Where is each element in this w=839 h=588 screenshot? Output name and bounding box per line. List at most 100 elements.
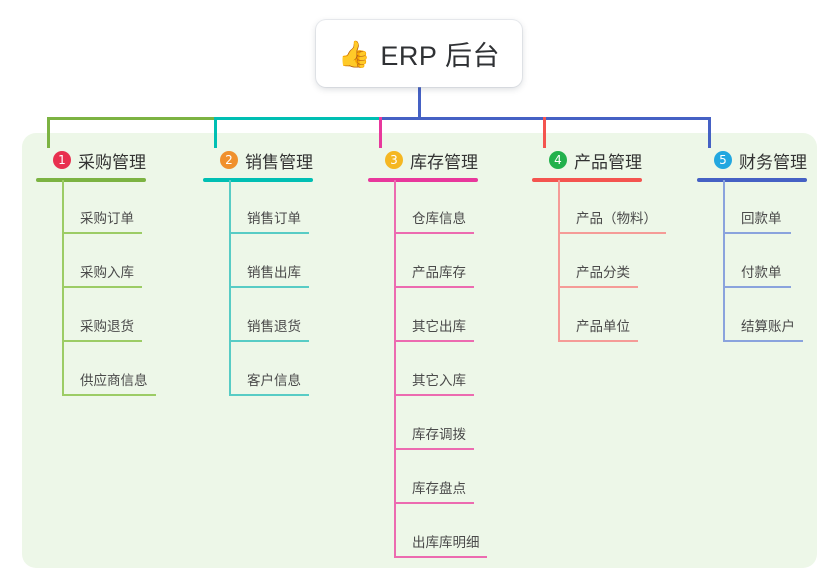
branch-item-underline: [394, 394, 474, 396]
branch-item[interactable]: 库存盘点: [394, 480, 474, 504]
branch-item-underline: [394, 502, 474, 504]
branch-item-underline: [723, 232, 791, 234]
branch-underline: [532, 178, 642, 182]
branch-item[interactable]: 客户信息: [229, 372, 309, 396]
branch-item-label: 仓库信息: [412, 211, 466, 226]
branch-column-1: 1 采购管理采购订单采购入库采购退货供应商信息: [36, 148, 156, 396]
branch-item[interactable]: 销售退货: [229, 318, 309, 342]
branch-item[interactable]: 销售出库: [229, 264, 309, 288]
branch-item-underline: [394, 340, 474, 342]
branch-item-label: 销售退货: [247, 319, 301, 334]
branch-item-underline: [558, 340, 638, 342]
branch-trunk-line: [723, 180, 725, 342]
branch-item-underline: [62, 340, 142, 342]
thumbs-up-icon: 👍: [338, 38, 371, 69]
branch-item[interactable]: 产品分类: [558, 264, 638, 288]
branch-number-badge: 5: [714, 151, 732, 169]
branch-header-5[interactable]: 5 财务管理: [697, 148, 807, 172]
branch-header-3[interactable]: 3 库存管理: [368, 148, 478, 172]
bus-segment-1: [47, 117, 216, 120]
branch-header-1[interactable]: 1 采购管理: [36, 148, 146, 172]
branch-item[interactable]: 采购入库: [62, 264, 142, 288]
branch-title: 销售管理: [245, 152, 313, 172]
branch-item-underline: [229, 286, 309, 288]
branch-item-label: 采购退货: [80, 319, 134, 334]
branch-item[interactable]: 仓库信息: [394, 210, 474, 234]
branch-item[interactable]: 结算账户: [723, 318, 803, 342]
branch-drop-line-2: [214, 117, 217, 148]
branch-item[interactable]: 产品库存: [394, 264, 474, 288]
root-stem-line: [418, 87, 421, 120]
branch-number-badge: 4: [549, 151, 567, 169]
branch-column-3: 3 库存管理仓库信息产品库存其它出库其它入库库存调拨库存盘点出库库明细: [368, 148, 487, 558]
bus-segment-2: [214, 117, 381, 120]
branch-trunk-line: [229, 180, 231, 396]
branch-item[interactable]: 回款单: [723, 210, 791, 234]
branch-item-label: 采购订单: [80, 211, 134, 226]
branch-item-label: 其它出库: [412, 319, 466, 334]
branch-title: 采购管理: [78, 152, 146, 172]
branch-trunk-line: [62, 180, 64, 396]
branch-title: 产品管理: [574, 152, 642, 172]
branch-item-underline: [394, 556, 487, 558]
branch-drop-line-4: [543, 117, 546, 148]
branch-underline: [203, 178, 313, 182]
branch-trunk-line: [558, 180, 560, 342]
branch-item-label: 产品分类: [576, 265, 630, 280]
branch-item-underline: [394, 286, 474, 288]
branch-item-label: 库存调拨: [412, 427, 466, 442]
branch-trunk-line: [394, 180, 396, 558]
branch-item[interactable]: 库存调拨: [394, 426, 474, 450]
branch-item-underline: [229, 340, 309, 342]
branch-item-label: 供应商信息: [80, 373, 148, 388]
branch-title: 库存管理: [410, 152, 478, 172]
branch-drop-line-1: [47, 117, 50, 148]
branch-item[interactable]: 付款单: [723, 264, 791, 288]
branch-column-4: 4 产品管理产品（物料） 产品分类产品单位: [532, 148, 666, 342]
branch-underline: [368, 178, 478, 182]
branch-item-underline: [62, 394, 156, 396]
branch-item-underline: [394, 232, 474, 234]
branch-item[interactable]: 销售订单: [229, 210, 309, 234]
root-node-title: ERP 后台: [380, 41, 500, 71]
branch-item-label: 销售出库: [247, 265, 301, 280]
branch-header-4[interactable]: 4 产品管理: [532, 148, 642, 172]
root-node[interactable]: 👍 ERP 后台: [316, 20, 522, 87]
branch-title: 财务管理: [739, 152, 807, 172]
branch-item-label: 采购入库: [80, 265, 134, 280]
branch-item[interactable]: 其它出库: [394, 318, 474, 342]
branch-item-underline: [723, 286, 791, 288]
branch-item-underline: [229, 394, 309, 396]
branch-item[interactable]: 供应商信息: [62, 372, 156, 396]
branch-number-badge: 3: [385, 151, 403, 169]
branch-drop-line-5: [708, 117, 711, 148]
branch-item[interactable]: 出库库明细: [394, 534, 487, 558]
branch-item-underline: [723, 340, 803, 342]
branch-item-label: 出库库明细: [412, 535, 480, 550]
branch-item[interactable]: 产品（物料）: [558, 210, 666, 234]
branch-item[interactable]: 采购订单: [62, 210, 142, 234]
branch-item-underline: [62, 286, 142, 288]
branch-column-5: 5 财务管理回款单付款单结算账户: [697, 148, 807, 342]
branch-item-label: 产品单位: [576, 319, 630, 334]
branch-item-underline: [558, 286, 638, 288]
branch-item[interactable]: 产品单位: [558, 318, 638, 342]
branch-drop-line-3: [379, 117, 382, 148]
branch-item-label: 回款单: [741, 211, 782, 226]
branch-item-underline: [394, 448, 474, 450]
branch-underline: [36, 178, 146, 182]
branch-number-badge: 1: [53, 151, 71, 169]
branch-underline: [697, 178, 807, 182]
branch-item-underline: [62, 232, 142, 234]
branch-item[interactable]: 其它入库: [394, 372, 474, 396]
branch-item-underline: [558, 232, 666, 234]
branch-item-label: 销售订单: [247, 211, 301, 226]
branch-item-label: 库存盘点: [412, 481, 466, 496]
branch-number-badge: 2: [220, 151, 238, 169]
branch-item-label: 产品库存: [412, 265, 466, 280]
branch-item[interactable]: 采购退货: [62, 318, 142, 342]
root-node-content: 👍 ERP 后台: [338, 34, 500, 73]
branch-header-2[interactable]: 2 销售管理: [203, 148, 313, 172]
branch-item-label: 付款单: [741, 265, 782, 280]
